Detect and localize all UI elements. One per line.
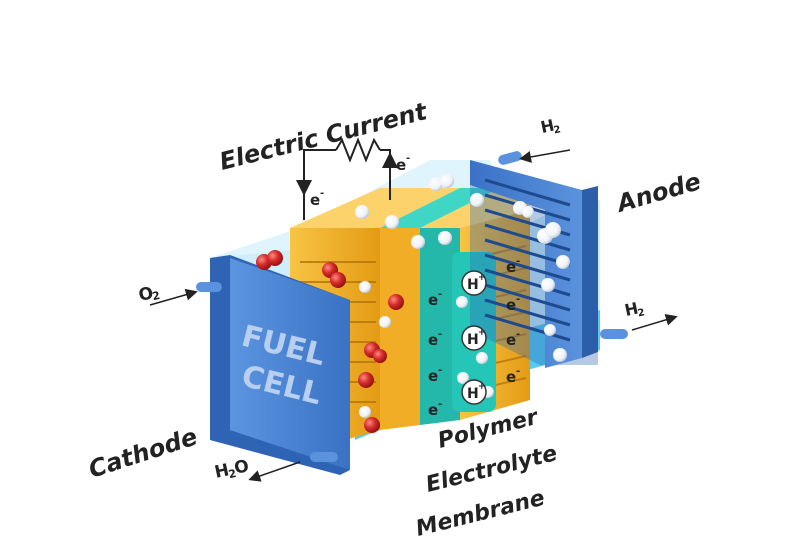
svg-text:O: O bbox=[137, 283, 155, 306]
svg-text:-: - bbox=[438, 365, 442, 376]
h2-in-arrow bbox=[519, 149, 571, 163]
svg-text:H: H bbox=[623, 299, 640, 320]
svg-text:e: e bbox=[428, 291, 438, 309]
external-circuit bbox=[296, 137, 398, 220]
electrons: e- e- e- e- e- e- e- e- bbox=[428, 256, 520, 419]
svg-text:-: - bbox=[438, 289, 442, 300]
h2o-label: H 2 O bbox=[213, 456, 251, 483]
svg-text:e: e bbox=[506, 296, 516, 314]
svg-text:e: e bbox=[310, 191, 320, 209]
protons: H + H + H + bbox=[461, 270, 487, 405]
svg-text:e: e bbox=[428, 401, 438, 419]
cathode-label: Cathode bbox=[85, 422, 200, 483]
o2-in-arrow bbox=[149, 288, 198, 306]
h2-out-label: H 2 bbox=[623, 299, 646, 320]
gas-arrows bbox=[149, 149, 678, 482]
electron-l2: e- bbox=[428, 329, 442, 349]
electron-l1: e- bbox=[428, 289, 442, 309]
hydrogen-molecules bbox=[355, 174, 570, 418]
svg-text:2: 2 bbox=[151, 289, 161, 303]
proton-1: H + bbox=[461, 270, 487, 296]
svg-text:-: - bbox=[438, 329, 442, 340]
electron-r3: e- bbox=[506, 329, 520, 349]
svg-text:O: O bbox=[232, 456, 250, 479]
svg-text:H: H bbox=[213, 460, 231, 483]
anode-label: Anode bbox=[612, 167, 704, 218]
electron-r2: e- bbox=[506, 294, 520, 314]
svg-text:e: e bbox=[428, 331, 438, 349]
svg-text:-: - bbox=[516, 366, 520, 377]
svg-text:2: 2 bbox=[553, 124, 562, 136]
h2-in-label: H 2 bbox=[539, 116, 562, 137]
svg-text:e: e bbox=[428, 367, 438, 385]
electron-r1: e- bbox=[506, 256, 520, 276]
cathode-plate: FUEL CELL bbox=[196, 255, 350, 475]
svg-text:-: - bbox=[516, 256, 520, 267]
svg-text:-: - bbox=[516, 329, 520, 340]
cathode-inlet-pipe bbox=[196, 282, 222, 292]
anode-plate bbox=[470, 151, 628, 368]
svg-text:-: - bbox=[516, 294, 520, 305]
svg-text:-: - bbox=[320, 188, 324, 199]
proton-3: H + bbox=[461, 379, 487, 405]
svg-text:-: - bbox=[438, 399, 442, 410]
electron-r4: e- bbox=[506, 366, 520, 386]
svg-text:H: H bbox=[467, 332, 479, 348]
h2o-out-arrow bbox=[248, 461, 301, 482]
oxygen-molecules bbox=[256, 250, 404, 433]
electron-l3: e- bbox=[428, 365, 442, 385]
svg-text:e: e bbox=[506, 258, 516, 276]
svg-text:+: + bbox=[478, 382, 486, 392]
anode-outlet-pipe bbox=[600, 329, 628, 339]
circuit-electron-left: e - bbox=[310, 188, 324, 209]
svg-text:H: H bbox=[467, 386, 479, 402]
o2-label: O 2 bbox=[137, 283, 161, 306]
circuit-electron-right: e - bbox=[396, 153, 410, 174]
anode-inlet-pipe bbox=[498, 151, 522, 165]
cathode-outlet-pipe bbox=[310, 452, 338, 462]
svg-text:e: e bbox=[396, 156, 406, 174]
h2-out-arrow bbox=[631, 313, 678, 331]
svg-text:-: - bbox=[406, 153, 410, 164]
membrane-block bbox=[380, 228, 460, 430]
svg-text:+: + bbox=[478, 273, 486, 283]
electron-l4: e- bbox=[428, 399, 442, 419]
svg-text:H: H bbox=[467, 277, 479, 293]
svg-text:2: 2 bbox=[227, 467, 237, 481]
proton-2: H + bbox=[461, 325, 487, 351]
svg-text:+: + bbox=[478, 328, 486, 338]
svg-text:e: e bbox=[506, 368, 516, 386]
svg-text:H: H bbox=[539, 116, 556, 137]
svg-text:2: 2 bbox=[637, 307, 646, 319]
resistor-symbol bbox=[335, 137, 381, 163]
svg-text:e: e bbox=[506, 331, 516, 349]
